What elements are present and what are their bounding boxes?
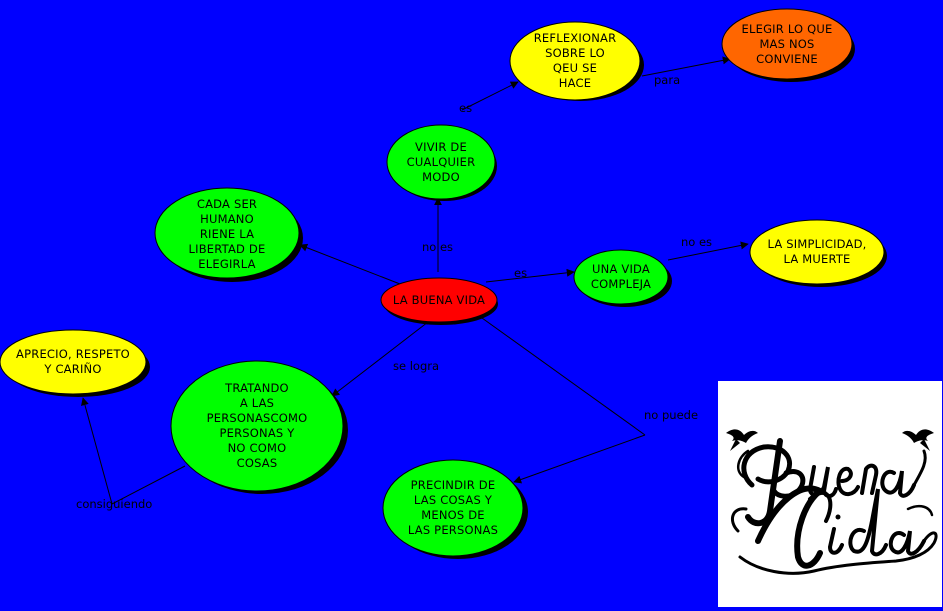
node-precindir-label: PRECINDIR DE LAS COSAS Y MENOS DE LAS PE… [383, 476, 523, 540]
link-label-no-es-simplicidad: no es [681, 235, 712, 249]
node-cada-ser-label: CADA SER HUMANO RIENE LA LIBERTAD DE ELE… [157, 190, 297, 278]
node-tratando-label: TRATANDO A LAS PERSONASCOMO PERSONAS Y N… [171, 378, 343, 474]
buena-vida-script [732, 441, 936, 573]
edge-center-compleja [486, 272, 574, 282]
link-label-para: para [654, 73, 680, 87]
link-label-es-reflexionar: es [459, 101, 472, 115]
link-label-consiguiendo: consiguiendo [76, 497, 152, 511]
node-center-label: LA BUENA VIDA [381, 290, 497, 310]
buena-vida-artwork [718, 381, 942, 607]
node-elegir-label: ELEGIR LO QUE MAS NOS CONVIENE [722, 10, 852, 78]
link-label-se-logra: se logra [393, 359, 439, 373]
node-compleja-label: UNA VIDA COMPLEJA [574, 260, 668, 294]
node-reflexionar-label: REFLEXIONAR SOBRE LO QEU SE HACE [510, 24, 640, 98]
link-label-no-es-vivir: no es [422, 240, 453, 254]
edge-nopuede-precindir [514, 435, 645, 482]
edge-consiguiendo-aprecio [83, 398, 112, 504]
node-aprecio-label: APRECIO, RESPETO Y CARIÑO [0, 344, 146, 380]
buena-vida-image [718, 381, 942, 607]
edge-center-precindir [482, 318, 645, 435]
node-simplicidad-label: LA SIMPLICIDAD, LA MUERTE [750, 234, 884, 270]
link-label-no-puede: no puede [644, 408, 698, 422]
edge-center-cada-ser [300, 245, 400, 284]
node-vivir-label: VIVIR DE CUALQUIER MODO [387, 126, 495, 198]
swallow-icon [726, 429, 758, 451]
link-label-es-compleja: es [514, 266, 527, 280]
swallow-icon [902, 429, 934, 451]
